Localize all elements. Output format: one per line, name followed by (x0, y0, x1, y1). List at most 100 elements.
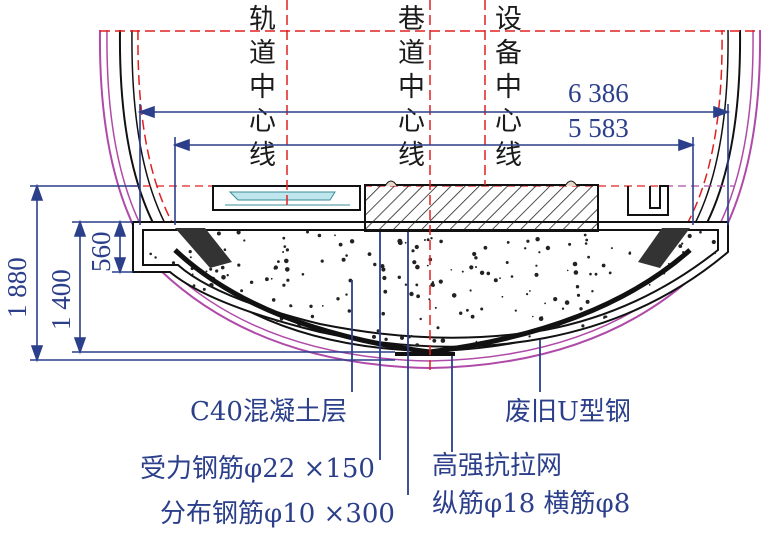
aggregate-dot (706, 303, 709, 307)
aggregate-dot (194, 301, 198, 305)
aggregate-dot (285, 267, 290, 272)
aggregate-dot (584, 242, 588, 245)
aggregate-dot (573, 270, 579, 275)
concrete-layer-label: C40混凝土层 (190, 397, 347, 427)
aggregate-dot (198, 335, 201, 339)
aggregate-dot (306, 230, 309, 234)
aggregate-dot (506, 241, 510, 244)
distribution-rebar-label: 分布钢筋φ10 ×300 (160, 499, 395, 529)
mesh-title-label: 高强抗拉网 (432, 451, 562, 481)
aggregate-dot (376, 329, 380, 333)
aggregate-dot (696, 326, 700, 330)
aggregate-dot (336, 297, 340, 301)
aggregate-dot (243, 239, 246, 242)
aggregate-dot (404, 241, 407, 244)
aggregate-dot (705, 292, 707, 295)
aggregate-dot (381, 267, 386, 272)
aggregate-dot (209, 338, 213, 342)
roadway-centerline-label: 巷 道 中 心 线 (398, 4, 425, 171)
aggregate-dot (410, 334, 413, 337)
aggregate-dot (411, 249, 415, 253)
aggregate-dot (194, 306, 199, 311)
aggregate-dot (236, 230, 241, 235)
aggregate-dot (196, 323, 201, 328)
aggregate-dot (587, 255, 590, 259)
svg-text:备: 备 (495, 38, 522, 69)
aggregate-dot (249, 280, 254, 284)
aggregate-dot (320, 259, 324, 263)
aggregate-dot (431, 281, 435, 284)
aggregate-dot (636, 326, 641, 332)
aggregate-dot (439, 239, 443, 244)
aggregate-dot (581, 324, 585, 328)
aggregate-dot (610, 247, 613, 250)
aggregate-dot (415, 264, 420, 270)
aggregate-dot (469, 265, 474, 270)
svg-text:道: 道 (398, 38, 425, 69)
aggregate-dot (341, 257, 346, 262)
aggregate-dot (526, 239, 530, 243)
svg-text:巷: 巷 (398, 4, 425, 35)
aggregate-dot (483, 245, 488, 250)
aggregate-dot (381, 311, 386, 316)
aggregate-dot (545, 245, 551, 251)
aggregate-dot (216, 328, 221, 332)
aggregate-dot (373, 262, 377, 267)
aggregate-dot (140, 289, 142, 292)
aggregate-dot (412, 260, 417, 265)
aggregate-dot (270, 277, 273, 280)
aggregate-dot (431, 283, 435, 287)
aggregate-dot (591, 290, 594, 293)
aggregate-dot (711, 239, 716, 245)
aggregate-dot (380, 264, 385, 269)
aggregate-dot (220, 265, 225, 270)
svg-text:中: 中 (398, 72, 425, 103)
aggregate-dot (705, 284, 708, 287)
aggregate-dot (561, 307, 565, 310)
main-rebar-label: 受力钢筋φ22 ×150 (140, 454, 375, 484)
dimension-5583 (172, 137, 696, 225)
aggregate-dot (345, 293, 348, 296)
aggregate-dot (216, 231, 221, 236)
aggregate-dot (242, 311, 245, 315)
aggregate-dot (192, 284, 196, 288)
dimension-560 (112, 219, 133, 275)
aggregate-dot (602, 340, 607, 344)
aggregate-dot (409, 291, 414, 297)
track-centerline-label: 轨 道 中 心 线 (249, 4, 276, 171)
aggregate-dot (404, 283, 408, 286)
aggregate-dot (148, 326, 150, 328)
aggregate-dot (707, 325, 713, 331)
aggregate-dot (461, 270, 464, 273)
aggregate-dot (589, 272, 592, 276)
sleeper-block (364, 184, 599, 232)
aggregate-dot (532, 315, 534, 318)
aggregate-dot (535, 237, 540, 242)
aggregate-dot (430, 237, 433, 240)
aggregate-dot (720, 284, 723, 287)
aggregate-dot (415, 283, 419, 287)
aggregate-dot (709, 341, 714, 346)
aggregate-dot (440, 338, 446, 343)
aggregate-dot (686, 306, 692, 311)
aggregate-dot (629, 332, 632, 335)
aggregate-dot (189, 256, 192, 259)
aggregate-dot (338, 242, 343, 247)
aggregate-dot (221, 275, 226, 280)
dim-5583-text: 5 583 (568, 113, 629, 143)
aggregate-dot (474, 256, 478, 260)
old-u-steel-label: 废旧U型钢 (505, 397, 631, 427)
leader-lines (351, 232, 541, 495)
aggregate-dot (143, 321, 147, 325)
aggregate-dot (185, 341, 189, 345)
aggregate-dot (724, 331, 728, 336)
aggregate-dot (529, 290, 531, 292)
aggregate-dot (604, 350, 606, 352)
aggregate-dot (544, 302, 546, 305)
aggregate-dot (714, 252, 716, 255)
svg-text:设: 设 (495, 4, 522, 35)
aggregate-dot (286, 278, 290, 282)
aggregate-dot (282, 283, 286, 287)
